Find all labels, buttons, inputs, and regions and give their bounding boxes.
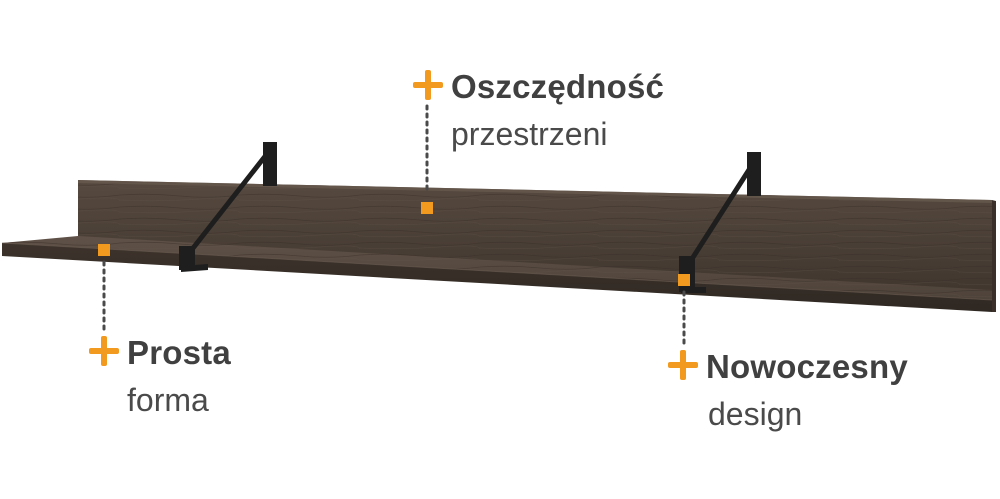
shelf-back-panel — [78, 180, 992, 300]
callout-markers — [98, 202, 690, 286]
callout-subtitle: design — [708, 396, 803, 432]
shelf-board — [1, 200, 996, 312]
marker-top — [421, 202, 433, 214]
marker-right — [678, 274, 690, 286]
callout-title: Oszczędność — [451, 68, 665, 105]
plus-icon — [668, 350, 698, 380]
left-bracket — [179, 142, 277, 272]
marker-left — [98, 244, 110, 256]
plus-icon — [89, 336, 119, 366]
callout-connectors — [102, 104, 686, 347]
callout-title: Prosta — [127, 334, 231, 371]
plus-icon — [413, 70, 443, 100]
callout-subtitle: forma — [127, 382, 209, 418]
callout-title: Nowoczesny — [706, 348, 908, 385]
callout-subtitle: przestrzeni — [451, 116, 608, 152]
